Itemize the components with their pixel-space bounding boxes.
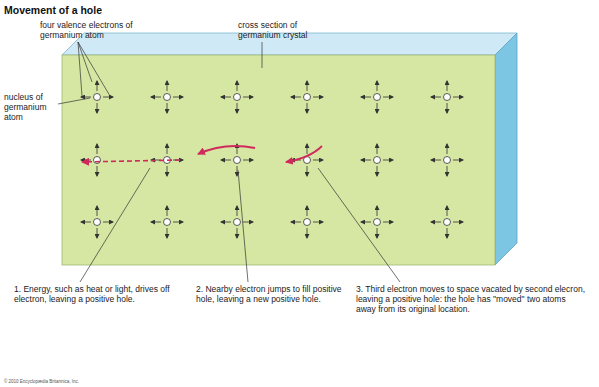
valence-electron [313, 160, 323, 161]
valence-electron [383, 97, 393, 98]
valence-electron [167, 206, 168, 216]
germanium-nucleus [234, 219, 241, 226]
valence-electron [447, 103, 448, 113]
valence-electron [377, 206, 378, 216]
electron-jump-arrow [198, 146, 255, 154]
germanium-nucleus [304, 94, 311, 101]
valence-electron [167, 166, 168, 176]
germanium-nucleus [94, 94, 101, 101]
step-caption: 3. Third electron moves to space vacated… [356, 284, 586, 314]
valence-electron [97, 166, 98, 176]
valence-electron [81, 160, 91, 161]
germanium-nucleus [444, 157, 451, 164]
valence-electron [307, 103, 308, 113]
valence-electron [97, 228, 98, 238]
valence-electron [97, 81, 98, 91]
germanium-nucleus [94, 219, 101, 226]
valence-electron [377, 144, 378, 154]
crystal-side-face [495, 33, 517, 265]
valence-electron [447, 206, 448, 216]
atom-lattice [81, 81, 463, 238]
germanium-nucleus [164, 94, 171, 101]
copyright-note: © 2010 Encyclopædia Britannica, Inc. [4, 379, 144, 384]
germanium-nucleus [444, 94, 451, 101]
crystal-front-face [62, 55, 495, 265]
valence-electron [377, 103, 378, 113]
valence-electron [103, 97, 113, 98]
diagram-title: Movement of a hole [4, 4, 204, 16]
valence-electron [453, 222, 463, 223]
valence-electron [243, 97, 253, 98]
valence-electron [447, 81, 448, 91]
valence-electron [447, 166, 448, 176]
valence-electron [173, 222, 183, 223]
germanium-nucleus [374, 219, 381, 226]
valence-electron [237, 103, 238, 113]
valence-electron [173, 97, 183, 98]
valence-electron [221, 97, 231, 98]
germanium-nucleus [374, 157, 381, 164]
valence-electron [307, 166, 308, 176]
valence-electron [167, 81, 168, 91]
valence-electron [237, 228, 238, 238]
valence-electron [237, 206, 238, 216]
valence-electron [291, 97, 301, 98]
valence-electron [237, 81, 238, 91]
valence-electron [383, 222, 393, 223]
valence-electron [97, 144, 98, 154]
valence-electron [97, 206, 98, 216]
valence-electron [447, 228, 448, 238]
step-caption: 2. Nearby electron jumps to fill positiv… [196, 284, 346, 304]
valence-electron [377, 81, 378, 91]
valence-electron [243, 160, 253, 161]
valence-electron [431, 97, 441, 98]
valence-electron [453, 160, 463, 161]
valence-electron [167, 103, 168, 113]
germanium-nucleus [374, 94, 381, 101]
leader-lines [58, 42, 400, 282]
step-caption: 1. Energy, such as heat or light, drives… [14, 284, 184, 304]
valence-electron [453, 97, 463, 98]
valence-electron [361, 222, 371, 223]
valence-electron [313, 222, 323, 223]
valence-electron [377, 166, 378, 176]
part-label: cross section of germanium crystal [238, 20, 338, 40]
valence-electron [307, 81, 308, 91]
part-label: nucleus of germanium atom [4, 92, 58, 122]
valence-electron [361, 160, 371, 161]
germanium-nucleus [444, 219, 451, 226]
part-label: four valence electrons of germanium atom [40, 20, 160, 40]
valence-electron [167, 228, 168, 238]
valence-electron [243, 222, 253, 223]
valence-electron [431, 222, 441, 223]
germanium-nucleus [234, 157, 241, 164]
valence-electron [307, 206, 308, 216]
valence-electron [447, 144, 448, 154]
valence-electron [291, 222, 301, 223]
electron-jump-arrow [286, 146, 322, 162]
valence-electron [313, 97, 323, 98]
germanium-nucleus [304, 219, 311, 226]
germanium-nucleus [164, 219, 171, 226]
valence-electron [167, 144, 168, 154]
valence-electron [307, 144, 308, 154]
valence-electron [377, 228, 378, 238]
valence-electron [431, 160, 441, 161]
valence-electron [81, 97, 91, 98]
valence-electron [221, 222, 231, 223]
valence-electron [151, 222, 161, 223]
electron-escape-arrow [82, 160, 180, 162]
valence-electron [383, 160, 393, 161]
germanium-nucleus [234, 94, 241, 101]
valence-electron [221, 160, 231, 161]
valence-electron [307, 228, 308, 238]
valence-electron [81, 222, 91, 223]
valence-electron [97, 103, 98, 113]
valence-electron [151, 97, 161, 98]
valence-electron [103, 222, 113, 223]
valence-electron [361, 97, 371, 98]
valence-electron [237, 166, 238, 176]
